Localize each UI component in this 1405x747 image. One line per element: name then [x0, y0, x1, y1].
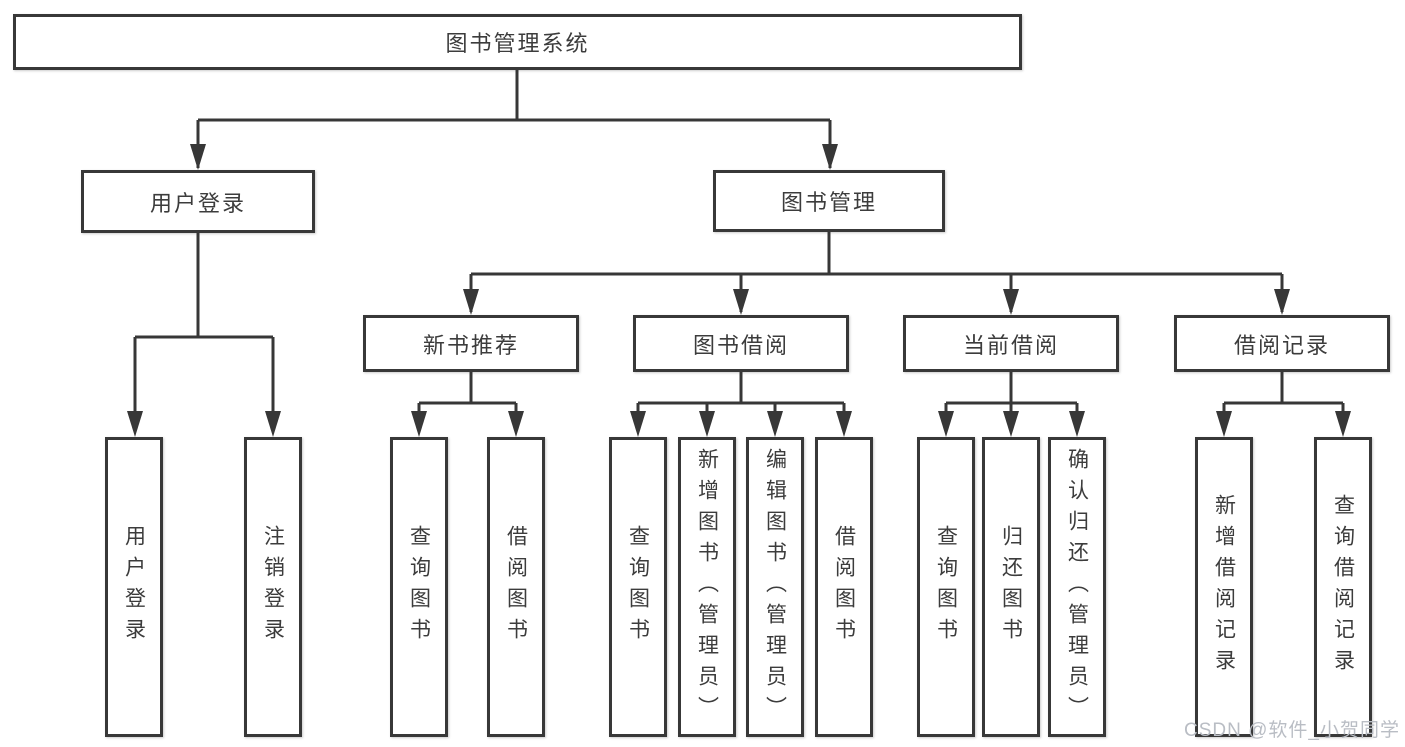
node-book-management: 图书管理 [713, 170, 945, 232]
leaf-logout: 注销登录 [244, 437, 302, 737]
leaf-add-borrow-record: 新增借阅记录 [1195, 437, 1253, 737]
leaf-query-books-borrow: 查询图书 [609, 437, 667, 737]
leaf-query-books-current: 查询图书 [917, 437, 975, 737]
csdn-watermark: CSDN @软件_小贺同学 [1184, 720, 1400, 741]
node-borrow-records: 借阅记录 [1174, 315, 1390, 372]
leaf-query-books-recommend: 查询图书 [390, 437, 448, 737]
arrowheads [127, 144, 1351, 437]
leaf-return-books: 归还图书 [982, 437, 1040, 737]
node-book-borrow: 图书借阅 [633, 315, 849, 372]
leaf-edit-books-admin: 编辑图书（管理员） [746, 437, 804, 737]
leaf-add-books-admin: 新增图书（管理员） [678, 437, 736, 737]
node-current-borrow: 当前借阅 [903, 315, 1119, 372]
leaf-user-login: 用户登录 [105, 437, 163, 737]
leaf-borrow-books-recommend: 借阅图书 [487, 437, 545, 737]
node-new-book-recommend: 新书推荐 [363, 315, 579, 372]
leaf-borrow-books: 借阅图书 [815, 437, 873, 737]
node-user-login: 用户登录 [81, 170, 315, 233]
node-root-system: 图书管理系统 [13, 14, 1022, 70]
leaf-confirm-return-admin: 确认归还（管理员） [1048, 437, 1106, 737]
leaf-query-borrow-record: 查询借阅记录 [1314, 437, 1372, 737]
